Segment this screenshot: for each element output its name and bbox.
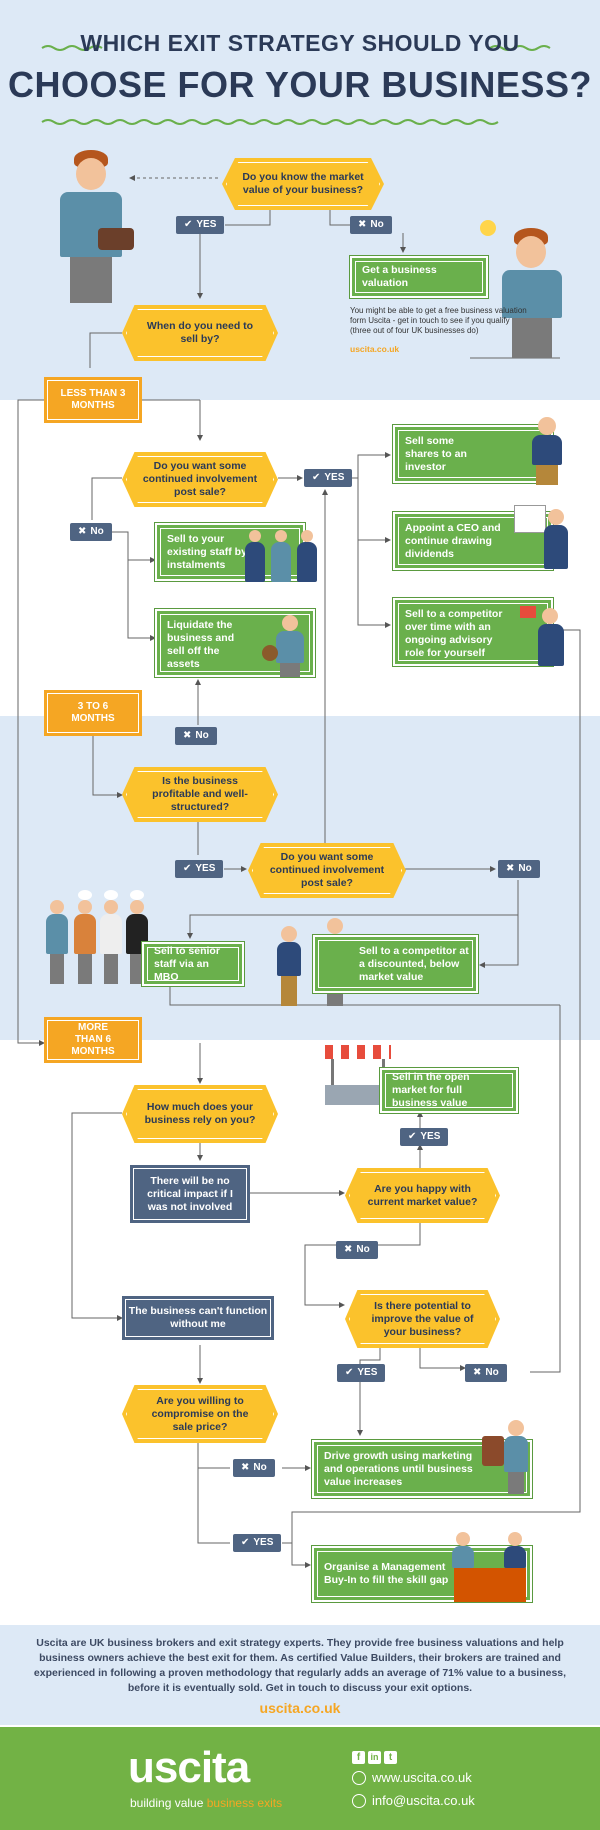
brand-tagline: building value business exits (130, 1796, 283, 1810)
question-happy-market-value: Are you happy with current market value? (345, 1168, 500, 1223)
no-tag-involvement-2: ✖No (498, 860, 540, 878)
question-profitable: Is the business profitable and well-stru… (122, 767, 278, 822)
lightbulb-icon (480, 220, 496, 236)
yes-tag-involvement-1: ✔YES (304, 469, 353, 487)
footer-info-background (0, 1625, 600, 1725)
yes-tag-compromise: ✔YES (233, 1534, 282, 1552)
no-tag-compromise: ✖No (233, 1459, 275, 1477)
question-when-sell: When do you need to sell by? (122, 305, 278, 361)
footer-about-text: Uscita are UK business brokers and exit … (33, 1637, 567, 1694)
page-title-line2: CHOOSE FOR YOUR BUSINESS? (8, 64, 592, 105)
label-less-than-3-months: LESS THAN 3 MONTHS (44, 377, 142, 423)
option-open-market: Sell in the open market for full busines… (379, 1067, 519, 1114)
label-3-to-6-months: 3 TO 6 MONTHS (44, 690, 142, 736)
handshake-counter-illustration (448, 1530, 532, 1602)
senior-staff-chefs-illustration (46, 890, 151, 985)
staff-group-illustration (245, 530, 320, 585)
cross-icon: ✖ (78, 526, 87, 537)
businessman-with-cake-illustration (48, 150, 138, 305)
facebook-icon[interactable]: f (352, 1751, 365, 1764)
yes-tag-potential: ✔YES (337, 1364, 386, 1382)
no-tag-happy: ✖No (336, 1241, 378, 1259)
investor-handshake-illustration (492, 415, 566, 485)
globe-icon (352, 1770, 366, 1785)
question-rely: How much does your business rely on you? (122, 1085, 278, 1143)
box-cant-function: The business can't function without me (122, 1296, 274, 1340)
valuation-link[interactable]: uscita.co.uk (350, 344, 400, 354)
cross-icon: ✖ (473, 1367, 482, 1378)
check-icon: ✔ (408, 1131, 417, 1142)
twitter-icon[interactable]: t (384, 1751, 397, 1764)
email-row: info@uscita.co.uk (352, 1793, 475, 1808)
check-icon: ✔ (183, 863, 192, 874)
question-compromise-price: Are you willing to compromise on the sal… (122, 1385, 278, 1443)
check-icon: ✔ (241, 1537, 250, 1548)
option-sell-competitor-advisory: Sell to a competitor over time with an o… (392, 597, 554, 667)
check-icon: ✔ (184, 219, 193, 230)
cross-icon: ✖ (344, 1244, 353, 1255)
question-market-value: Do you know the market value of your bus… (222, 158, 384, 210)
no-tag-market-value: ✖No (350, 216, 392, 234)
cross-icon: ✖ (358, 219, 367, 230)
yes-tag-happy: ✔YES (400, 1128, 449, 1146)
valuation-note: You might be able to get a free business… (350, 306, 527, 335)
chat-icon (352, 1793, 366, 1808)
growth-cake-illustration (482, 1418, 532, 1496)
linkedin-icon[interactable]: in (368, 1751, 381, 1764)
check-icon: ✔ (312, 472, 321, 483)
no-tag-potential: ✖No (465, 1364, 507, 1382)
no-tag-profitable: ✖No (175, 727, 217, 745)
option-sell-competitor-discount: Sell to a competitor at a discounted, be… (312, 934, 479, 994)
man-with-money-bag-illustration (262, 615, 320, 677)
box-no-critical-impact: There will be no critical impact if I wa… (130, 1165, 250, 1223)
yes-tag-market-value: ✔YES (176, 216, 225, 234)
question-involvement-1: Do you want some continued involvement p… (122, 452, 278, 507)
option-sell-mbo: Sell to senior staff via an MBO (141, 941, 245, 987)
label-more-than-6-months: MORE THAN 6 MONTHS (44, 1017, 142, 1063)
no-tag-involvement-1: ✖No (70, 523, 112, 541)
presentation-board-illustration (510, 505, 570, 570)
check-icon: ✔ (345, 1367, 354, 1378)
footer-link[interactable]: uscita.co.uk (259, 1700, 341, 1716)
question-improve-value: Is there potential to improve the value … (345, 1290, 500, 1348)
footer-email[interactable]: info@uscita.co.uk (372, 1793, 475, 1808)
social-icons: f in t (352, 1751, 397, 1764)
cross-icon: ✖ (183, 730, 192, 741)
brand-logo: uscita (128, 1743, 250, 1792)
man-holding-cake-illustration (488, 228, 578, 358)
website-row: www.uscita.co.uk (352, 1770, 472, 1785)
footer-brand-background (0, 1727, 600, 1830)
yes-tag-profitable: ✔YES (175, 860, 224, 878)
option-get-valuation: Get a business valuation (349, 255, 489, 299)
cross-icon: ✖ (241, 1462, 250, 1473)
megaphone-illustration (520, 600, 570, 668)
footer-website[interactable]: www.uscita.co.uk (372, 1770, 472, 1785)
cross-icon: ✖ (506, 863, 515, 874)
page-title-line1: WHICH EXIT STRATEGY SHOULD YOU (80, 30, 520, 56)
question-involvement-2: Do you want some continued involvement p… (248, 843, 406, 898)
